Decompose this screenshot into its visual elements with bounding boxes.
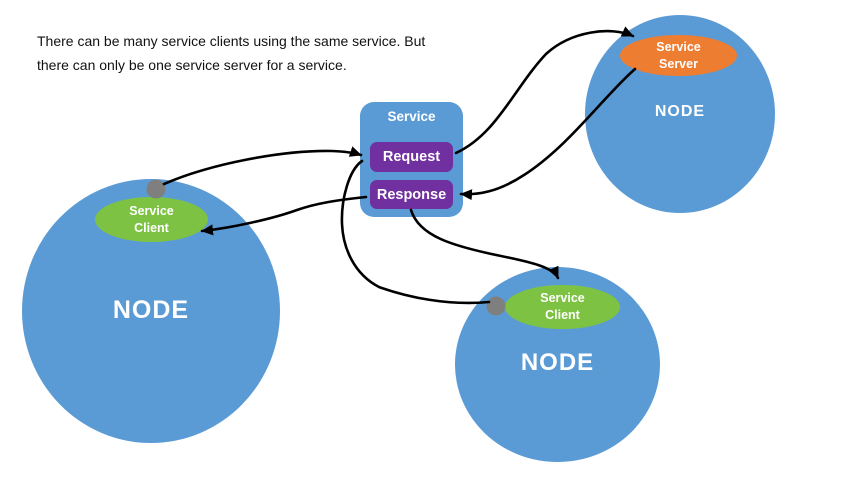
request-box: Request <box>370 142 453 172</box>
service-client-bottom: Service Client <box>505 285 620 329</box>
arrow-left-client-to-request <box>162 146 363 186</box>
service-client-bottom-label-line1: Service <box>540 291 585 305</box>
caption: There can be many service clients using … <box>37 29 425 77</box>
service-server-label-line1: Service <box>656 39 701 54</box>
service-server: Service Server <box>620 35 737 76</box>
node-right-title: NODE <box>654 103 706 120</box>
caption-line2: there can only be one service server for… <box>37 57 347 73</box>
service-client-bottom-label-line2: Client <box>545 308 580 322</box>
node-bottom-title: NODE <box>520 349 595 376</box>
service-client-left: Service Client <box>95 197 208 242</box>
response-box: Response <box>370 180 453 209</box>
caption-line1: There can be many service clients using … <box>37 33 426 49</box>
arrow-response-to-bottom-client <box>409 208 560 280</box>
service-box: Service Request Response <box>360 102 463 217</box>
service-client-left-label-line2: Client <box>134 220 169 235</box>
service-server-label-line2: Server <box>659 56 698 71</box>
node-left-title: NODE <box>112 296 190 324</box>
service-title: Service <box>387 109 436 124</box>
service-client-left-label-line1: Service <box>129 203 174 218</box>
